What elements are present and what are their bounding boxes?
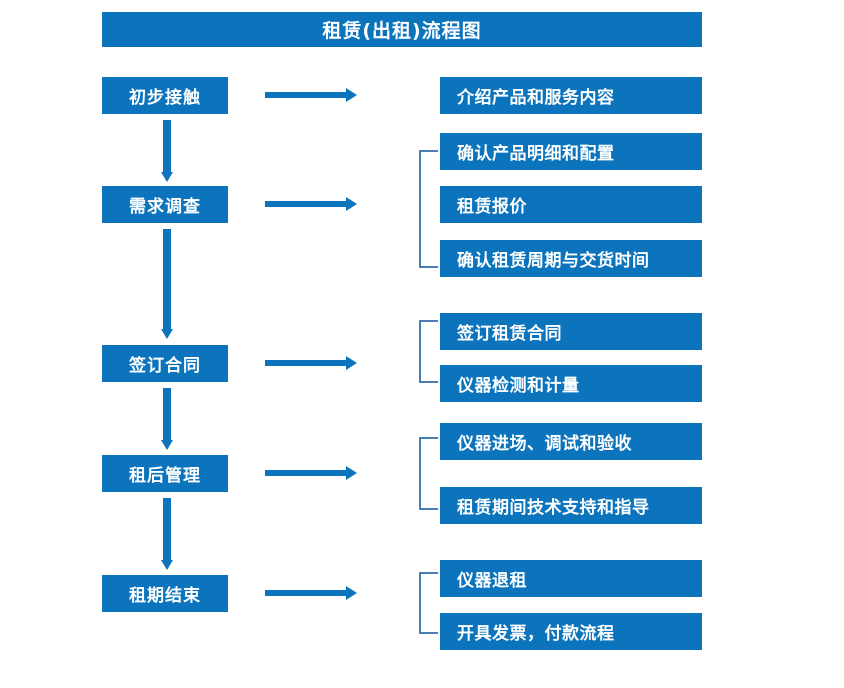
arrow-head-down-icon xyxy=(161,329,173,339)
arrow-stem xyxy=(163,498,171,561)
detail-node-3[interactable]: 租赁报价 xyxy=(440,186,702,223)
arrow-head-down-icon xyxy=(161,560,173,570)
detail-node-1[interactable]: 介绍产品和服务内容 xyxy=(440,77,702,114)
flow-arrow-right-2 xyxy=(265,197,357,211)
detail-node-10[interactable]: 开具发票，付款流程 xyxy=(440,613,702,650)
flow-arrow-down-1 xyxy=(161,120,173,182)
page-title: 租赁(出租)流程图 xyxy=(102,12,702,47)
detail-node-6[interactable]: 仪器检测和计量 xyxy=(440,365,702,402)
stage-node-5[interactable]: 租期结束 xyxy=(102,575,228,612)
group-bracket-1 xyxy=(419,150,438,268)
flow-arrow-down-2 xyxy=(161,229,173,339)
flow-arrow-right-4 xyxy=(265,466,357,480)
flow-arrow-down-3 xyxy=(161,388,173,450)
detail-node-8[interactable]: 租赁期间技术支持和指导 xyxy=(440,487,702,524)
detail-node-5[interactable]: 签订租赁合同 xyxy=(440,313,702,350)
stage-node-3[interactable]: 签订合同 xyxy=(102,345,228,382)
arrow-head-down-icon xyxy=(161,440,173,450)
flow-arrow-right-3 xyxy=(265,356,357,370)
group-bracket-2 xyxy=(419,320,438,383)
stage-node-2[interactable]: 需求调查 xyxy=(102,186,228,223)
arrow-head-right-icon xyxy=(346,197,357,211)
arrow-head-down-icon xyxy=(161,172,173,182)
group-bracket-4 xyxy=(419,572,438,634)
arrow-stem xyxy=(265,590,347,596)
group-bracket-3 xyxy=(419,437,438,510)
arrow-head-right-icon xyxy=(346,356,357,370)
detail-node-7[interactable]: 仪器进场、调试和验收 xyxy=(440,423,702,460)
arrow-stem xyxy=(163,229,171,330)
flow-arrow-right-1 xyxy=(265,88,357,102)
flow-arrow-down-4 xyxy=(161,498,173,570)
arrow-stem xyxy=(265,470,347,476)
stage-node-4[interactable]: 租后管理 xyxy=(102,455,228,492)
arrow-stem xyxy=(265,92,347,98)
detail-node-9[interactable]: 仪器退租 xyxy=(440,560,702,597)
arrow-stem xyxy=(265,360,347,366)
stage-node-1[interactable]: 初步接触 xyxy=(102,77,228,114)
arrow-head-right-icon xyxy=(346,466,357,480)
detail-node-2[interactable]: 确认产品明细和配置 xyxy=(440,133,702,170)
flow-arrow-right-5 xyxy=(265,586,357,600)
arrow-stem xyxy=(163,120,171,173)
detail-node-4[interactable]: 确认租赁周期与交货时间 xyxy=(440,240,702,277)
arrow-stem xyxy=(265,201,347,207)
arrow-head-right-icon xyxy=(346,88,357,102)
arrow-head-right-icon xyxy=(346,586,357,600)
arrow-stem xyxy=(163,388,171,441)
